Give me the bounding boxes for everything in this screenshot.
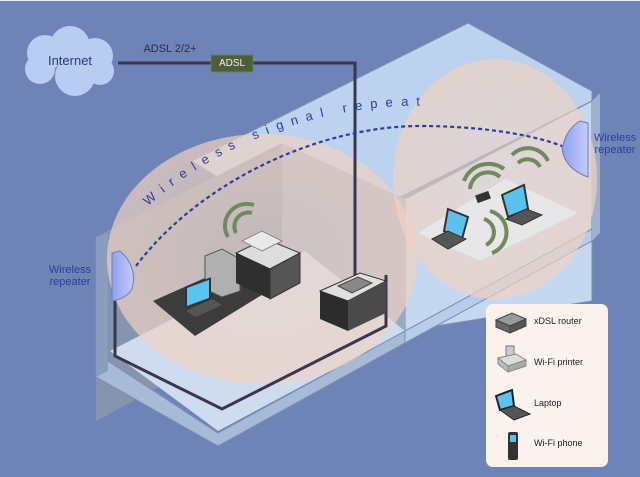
left-repeater-label: Wireless repeater <box>40 264 100 288</box>
adsl-link-label: ADSL 2/2+ <box>143 43 197 55</box>
signal-path <box>135 124 576 267</box>
left-repeater-line2: repeater <box>49 276 91 288</box>
phone-icon <box>508 432 518 460</box>
laptop-icon <box>494 388 532 421</box>
adsl-badge <box>210 54 254 73</box>
right-phone <box>475 190 491 204</box>
right-laptop-2 <box>500 183 544 226</box>
right-repeater-label: Wireless repeater <box>590 132 640 156</box>
right-repeater-line1: Wireless <box>593 132 637 144</box>
internet-label: Internet <box>47 53 93 68</box>
legend: xDSL router Wi-Fi printer Laptop Wi-Fi p… <box>486 304 608 467</box>
left-repeater-line1: Wireless <box>48 264 92 276</box>
right-room-wifi-icon <box>462 146 550 255</box>
legend-label-router: xDSL router <box>534 316 582 326</box>
right-laptop-1 <box>430 207 470 250</box>
router-icon <box>494 312 528 334</box>
router-table <box>318 272 388 331</box>
legend-label-phone: Wi-Fi phone <box>534 438 583 448</box>
left-repeater-icon <box>111 250 134 302</box>
adsl-badge-label: ADSL <box>218 58 246 69</box>
adsl-cable <box>118 61 357 279</box>
printer-wifi-icon <box>222 201 255 239</box>
legend-label-laptop: Laptop <box>534 398 562 408</box>
pc-workstation <box>153 248 265 336</box>
printer-icon <box>496 345 528 374</box>
legend-label-printer: Wi-Fi printer <box>534 357 583 367</box>
printer-table <box>234 230 302 300</box>
right-repeater-icon <box>561 120 589 178</box>
right-repeater-line2: repeater <box>594 144 636 156</box>
internet-cloud <box>25 26 114 96</box>
